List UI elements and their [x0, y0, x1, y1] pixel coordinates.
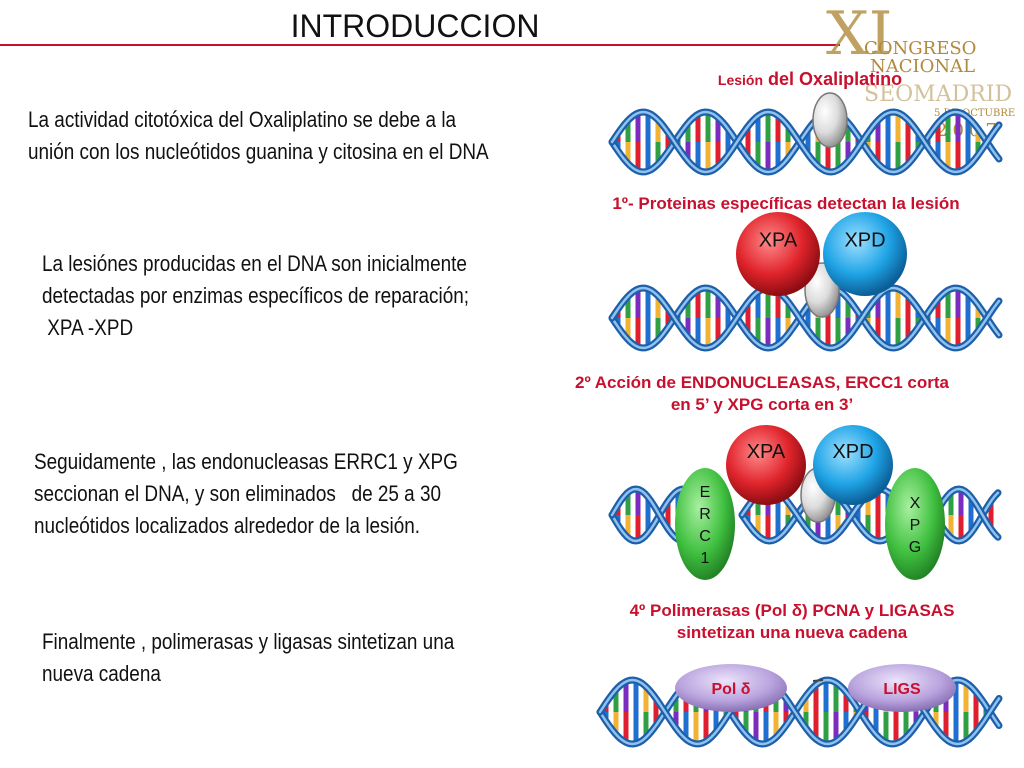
ligase-label: LIGS — [883, 681, 921, 698]
xpa-protein: XPA — [726, 425, 806, 505]
caption-lesion: Lesión del Oxaliplatino — [660, 68, 960, 91]
caption-lesion-prefix: Lesión — [717, 72, 764, 88]
logo-line1: CONGRESO — [864, 38, 977, 59]
caption-step4-line1: 4º Polimerasas (Pol δ) PCNA y LIGASAS — [629, 601, 955, 620]
caption-step4-line2: sintetizan una nueva cadena — [676, 623, 908, 642]
text-line: unión con los nucleótidos guanina y cito… — [28, 139, 489, 164]
paragraph-endonucleases: Seguidamente , las endonucleasas ERRC1 y… — [34, 446, 458, 542]
caption-step2-line1: 2º Acción de ENDONUCLEASAS, ERCC1 corta — [575, 373, 949, 392]
polymerase-delta: Pol δ — [675, 664, 787, 712]
slide-title: INTRODUCCION — [290, 8, 540, 44]
text-line: Finalmente , polimerasas y ligasas sinte… — [42, 629, 455, 654]
polymerase-delta-body — [675, 664, 787, 712]
dna-strand-highlight — [610, 487, 692, 543]
xpd-protein-label: XPD — [844, 229, 885, 251]
text-line: nueva cadena — [42, 661, 161, 686]
logo-dates: 5 DE OCTUBRE — [934, 108, 1016, 119]
gap-mark — [812, 679, 824, 682]
caption-lesion-main: del Oxaliplatino — [768, 69, 903, 89]
text-line: La actividad citotóxica del Oxaliplatino… — [28, 107, 457, 132]
title-divider — [0, 44, 840, 46]
xpg-protein-body — [885, 468, 945, 580]
xpa-protein-label: XPA — [759, 229, 798, 251]
xpd-protein-body — [813, 425, 893, 505]
ercc1-protein-letter: E — [700, 484, 711, 501]
ercc1-protein-letter: 1 — [701, 550, 710, 567]
dna-strand-highlight — [610, 110, 1001, 174]
paragraph-new-strand: Finalmente , polimerasas y ligasas sinte… — [42, 626, 454, 690]
polymerase-delta-label: Pol δ — [711, 681, 750, 698]
caption-step2: 2º Acción de ENDONUCLEASAS, ERCC1 corta … — [500, 372, 1024, 416]
text-line: XPA -XPD — [42, 315, 134, 340]
text-line: seccionan el DNA, y son eliminados de 25… — [34, 481, 442, 506]
xpa-protein-body — [736, 212, 820, 296]
caption-step1: 1º- Proteinas específicas detectan la le… — [612, 194, 960, 213]
xpg-protein-letter: P — [910, 517, 921, 534]
dna-strand-highlight — [933, 491, 1000, 543]
logo-line3: SEOMADRID — [864, 82, 1013, 107]
dna-strand-highlight — [933, 487, 1000, 539]
text-line: nucleótidos localizados alrededor de la … — [34, 513, 421, 538]
text-line: Seguidamente , las endonucleasas ERRC1 y… — [34, 449, 458, 474]
xpd-protein-body — [823, 212, 907, 296]
paragraph-lesion-detection: La lesiónes producidas en el DNA son ini… — [42, 248, 469, 344]
xpa-protein-label: XPA — [747, 441, 786, 463]
dna-strand-highlight — [598, 678, 1001, 746]
ercc1-protein-body — [675, 468, 735, 580]
ercc1-protein-letter: C — [699, 528, 711, 545]
text-line: detectadas por enzimas específicos de re… — [42, 283, 470, 308]
congress-logo: XI CONGRESO NACIONAL SEOMADRID 5 DE OCTU… — [826, 4, 1024, 144]
caption-step4: 4º Polimerasas (Pol δ) PCNA y LIGASAS si… — [560, 600, 1024, 644]
logo-roman: XI — [826, 0, 893, 69]
xpd-protein: XPD — [813, 425, 893, 505]
ercc1-protein: ERC 1 — [675, 468, 735, 580]
ligase: LIGS — [848, 664, 956, 712]
xpa-protein: XPA — [736, 212, 820, 296]
dna-helix-lesion — [608, 108, 1003, 176]
dna-strand-highlight — [610, 286, 1001, 350]
ercc1-protein-letter: R — [699, 506, 711, 523]
xpg-protein: XPG — [885, 468, 945, 580]
text-line: La lesiónes producidas en el DNA son ini… — [42, 251, 467, 276]
xpa-protein-body — [726, 425, 806, 505]
logo-line2: NACIONAL — [870, 56, 976, 77]
xpd-protein-label: XPD — [832, 441, 873, 463]
xpg-protein-letter: X — [910, 495, 921, 512]
xpd-protein: XPD — [823, 212, 907, 296]
ligase-body — [848, 664, 956, 712]
xpg-protein-letter: G — [909, 539, 921, 556]
oxaliplatin-adduct — [812, 92, 848, 148]
paragraph-cytotoxic-activity: La actividad citotóxica del Oxaliplatino… — [28, 104, 489, 168]
caption-step2-line2: en 5’ y XPG corta en 3’ — [670, 395, 854, 414]
